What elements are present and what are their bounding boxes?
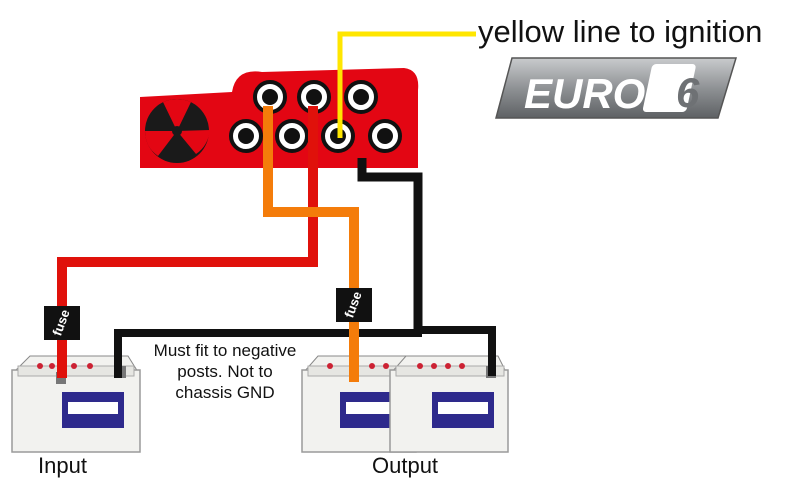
socket-bottom-4 — [368, 119, 402, 153]
fan-icon — [145, 99, 210, 163]
ignition-label: yellow line to ignition — [478, 14, 763, 49]
socket-bottom-1 — [229, 119, 263, 153]
battery-output-2 — [389, 355, 509, 453]
output-label: Output — [372, 453, 439, 478]
wire-yellow — [337, 31, 476, 138]
euro6-badge: EURO 6 — [495, 57, 738, 119]
wire-black-main — [357, 158, 423, 334]
negative-posts-note: Must fit to negative posts. Not to chass… — [153, 341, 297, 402]
badge-word: EURO — [524, 70, 645, 117]
badge-number: 6 — [676, 69, 700, 116]
socket-top-3 — [344, 80, 378, 114]
fuse-input: fuse — [44, 306, 80, 340]
socket-top-2 — [297, 80, 331, 114]
socket-bottom-2 — [275, 119, 309, 153]
fuse-output: fuse — [336, 288, 372, 322]
charger-unit — [140, 68, 419, 168]
battery-input — [11, 355, 141, 453]
input-label: Input — [38, 453, 87, 478]
